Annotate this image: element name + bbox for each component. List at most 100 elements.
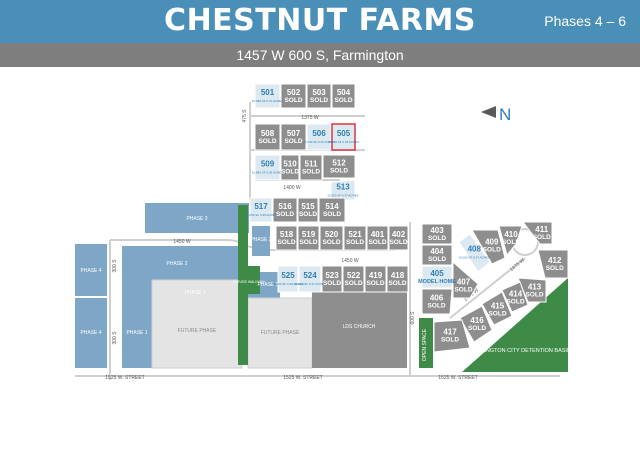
lot-status: SOLD: [502, 239, 520, 246]
lot-524[interactable]: [298, 265, 322, 293]
lot-405[interactable]: [421, 265, 453, 289]
lot-number: 509: [261, 160, 275, 169]
lot-407[interactable]: [452, 260, 479, 299]
street-label: 1525 W. STREET: [283, 375, 322, 381]
lot-status: SOLD: [284, 97, 302, 104]
area-label: PHASE 5: [257, 282, 278, 288]
lot-506[interactable]: [306, 123, 332, 151]
lot-415[interactable]: [481, 291, 513, 326]
lot-507[interactable]: [280, 123, 307, 151]
lot-408[interactable]: [458, 233, 491, 273]
lot-514[interactable]: [318, 197, 346, 223]
lot-status: SOLD: [281, 169, 299, 176]
lot-number: 502: [287, 88, 301, 97]
lot-504[interactable]: [331, 83, 356, 109]
area-labels: PHASE 3 PHASE 2 PHASE 2 PHASE 1 PHASE 1 …: [80, 216, 571, 361]
area-label: FUTURE PHASE: [261, 330, 300, 336]
lot-416[interactable]: [459, 305, 493, 343]
lot-number: 415: [491, 301, 505, 310]
lot-status: SOLD: [488, 310, 506, 317]
area-phase-2: [252, 226, 270, 256]
area-label: PHASE 2: [166, 261, 187, 267]
header-bar: CHESTNUT FARMS Phases 4 – 6: [0, 0, 640, 43]
lot-406[interactable]: [421, 288, 453, 315]
lot-status: 15,865 SF 0.36 ACRES: [252, 171, 284, 175]
lot-number: 501: [261, 88, 275, 97]
lot-518[interactable]: [275, 225, 298, 251]
lot-522[interactable]: [342, 265, 365, 293]
lot-number: 508: [261, 129, 275, 138]
area-phase-1: [122, 298, 152, 368]
lot-status: 16,000 SF 0.37 ACRES: [458, 256, 490, 260]
lot-status: 15,799 SF 0.36 ACRES: [303, 140, 335, 144]
lot-517[interactable]: [249, 197, 273, 223]
lot-status: SOLD: [344, 280, 362, 287]
lot-412[interactable]: [537, 249, 569, 279]
lot-number: 518: [280, 230, 294, 239]
street-label: 1375 W: [301, 115, 319, 121]
lot-404[interactable]: [421, 244, 453, 266]
lot-520[interactable]: [319, 225, 344, 251]
area-label: PHASE 1: [126, 330, 147, 336]
lot-409[interactable]: [471, 229, 506, 265]
lot-number: 516: [278, 202, 292, 211]
lot-number: 417: [443, 328, 457, 337]
lot-519[interactable]: [297, 225, 320, 251]
page-title: CHESTNUT FARMS: [164, 3, 476, 38]
lot-status: SOLD: [258, 138, 276, 145]
street-label: 1450 W: [173, 239, 191, 245]
lot-status: 15,609 SF 0.36 ACRES: [245, 213, 277, 217]
lot-status: 15,958 SF 0.37 ACRES: [252, 99, 284, 103]
lot-523[interactable]: [321, 265, 343, 293]
area-label: FARMINGTON CITY DETENTION BASIN: [469, 348, 571, 354]
area-label: PHASE 1: [184, 290, 205, 296]
lot-508[interactable]: [254, 123, 281, 151]
lot-516[interactable]: [272, 197, 298, 223]
lot-411[interactable]: [521, 221, 553, 245]
lot-521[interactable]: [343, 225, 367, 251]
lot-number: 513: [336, 183, 350, 192]
lot-515[interactable]: [297, 197, 319, 223]
lot-number: 503: [312, 88, 326, 97]
lot-status: SOLD: [525, 292, 543, 299]
lot-number: 507: [287, 129, 301, 138]
lot-403[interactable]: [421, 223, 453, 245]
lot-status: SOLD: [334, 97, 352, 104]
area-phase-4b: [75, 298, 107, 368]
area-label: FUTURE WALKWAY: [233, 280, 266, 284]
lot-410[interactable]: [498, 225, 523, 257]
lot-418[interactable]: [386, 265, 409, 293]
lot-status: SOLD: [322, 239, 340, 246]
lot-511[interactable]: [299, 154, 323, 181]
lot-512[interactable]: [322, 154, 356, 179]
lot-401[interactable]: [366, 225, 389, 251]
street-label: 1525 W. STREET: [438, 375, 477, 381]
lot-402[interactable]: [388, 225, 409, 251]
lot-number: 411: [535, 225, 548, 234]
area-label: PHASE 4: [80, 330, 101, 336]
lot-510[interactable]: [280, 154, 300, 181]
area-label: LDS CHURCH: [343, 324, 376, 330]
lot-525[interactable]: [277, 265, 299, 293]
area-future-2: [247, 297, 313, 369]
lot-501[interactable]: [254, 83, 281, 109]
lot-513[interactable]: [330, 179, 356, 201]
lot-417[interactable]: [433, 319, 471, 353]
lot-status: 15,920 SF 0.37 ACRES: [327, 194, 359, 198]
area-future-1: [151, 279, 243, 369]
lot-status: SOLD: [428, 235, 446, 242]
lot-503[interactable]: [306, 83, 332, 109]
lot-414[interactable]: [501, 281, 529, 313]
lot-419[interactable]: [364, 265, 387, 293]
lot-number: 412: [548, 256, 562, 265]
lot-502[interactable]: [280, 83, 307, 109]
lot-509[interactable]: [254, 154, 281, 181]
lot-status: SOLD: [506, 298, 524, 305]
lot-505[interactable]: [331, 123, 356, 151]
area-phase-4: [75, 244, 107, 296]
road-line: [449, 257, 526, 319]
lot-number: 419: [369, 271, 383, 280]
area-phase-3: [145, 203, 249, 233]
lot-number: 418: [391, 271, 405, 280]
area-label: PHASE 4: [80, 268, 101, 274]
